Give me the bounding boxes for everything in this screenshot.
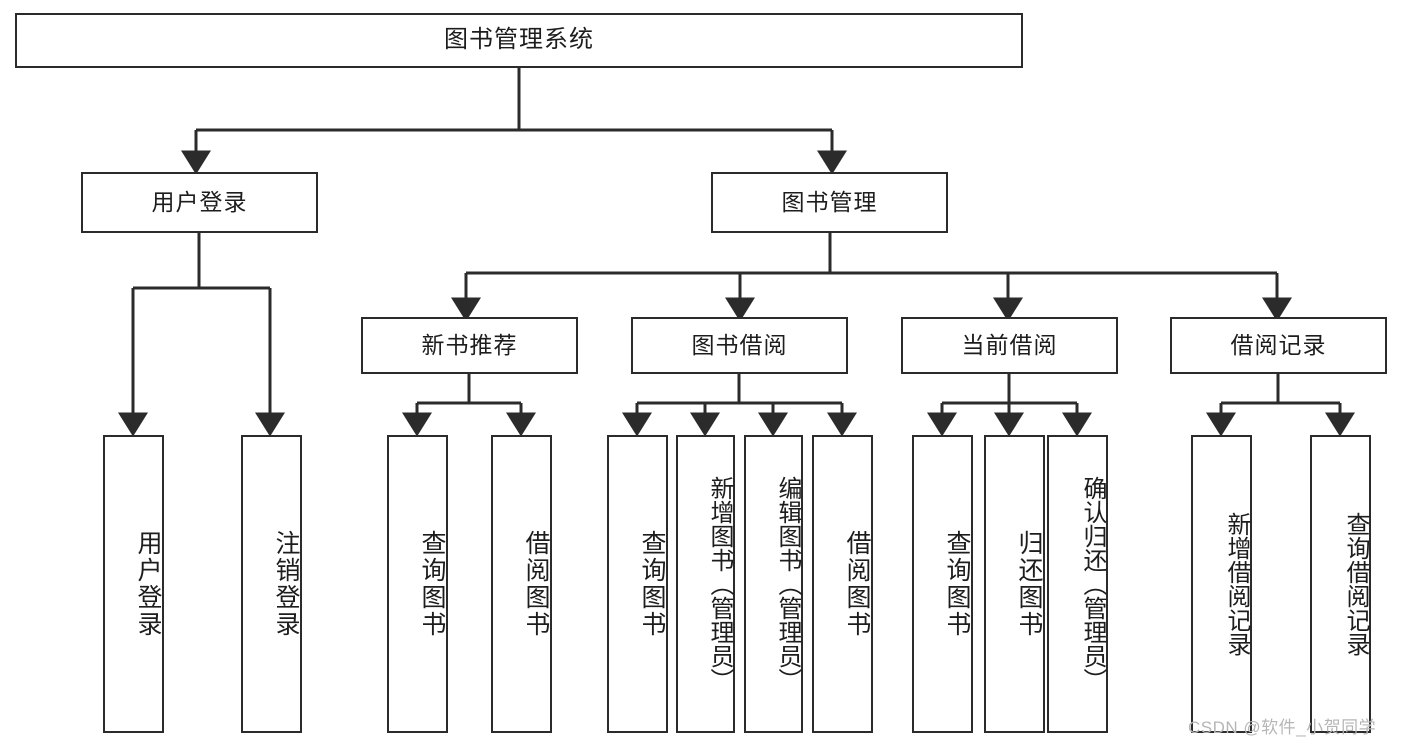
leaf-user-login[interactable]: 用户登录 (103, 435, 164, 733)
node-label: 借阅图书 (843, 530, 871, 638)
node-label: 确认归还（管理员） (1079, 476, 1106, 692)
node-label: 归还图书 (1015, 530, 1043, 638)
leaf-add-book[interactable]: 新增图书（管理员） (676, 435, 735, 733)
watermark-credit: CSDN @软件_小贺同学 (1188, 718, 1377, 737)
node-user-login[interactable]: 用户登录 (81, 172, 318, 233)
leaf-query-book-3[interactable]: 查询图书 (912, 435, 973, 733)
node-label: 新书推荐 (421, 331, 518, 358)
node-current-borrow[interactable]: 当前借阅 (901, 317, 1118, 374)
node-label: 查询图书 (943, 530, 971, 638)
node-new-book-recommend[interactable]: 新书推荐 (361, 317, 578, 374)
node-label: 查询图书 (638, 530, 666, 638)
node-label: 借阅记录 (1230, 331, 1327, 358)
node-label: 图书管理系统 (444, 26, 594, 54)
node-label: 查询借阅记录 (1342, 512, 1369, 656)
node-book-borrow[interactable]: 图书借阅 (631, 317, 848, 374)
leaf-borrow-book-2[interactable]: 借阅图书 (812, 435, 873, 733)
node-book-management[interactable]: 图书管理 (711, 172, 948, 233)
leaf-return-book[interactable]: 归还图书 (984, 435, 1045, 733)
leaf-borrow-book-1[interactable]: 借阅图书 (491, 435, 552, 733)
node-label: 注销登录 (272, 530, 300, 638)
leaf-confirm-return[interactable]: 确认归还（管理员） (1047, 435, 1108, 733)
node-root-system[interactable]: 图书管理系统 (15, 13, 1023, 68)
node-borrow-record[interactable]: 借阅记录 (1170, 317, 1387, 374)
node-label: 用户登录 (151, 188, 248, 215)
leaf-add-record[interactable]: 新增借阅记录 (1191, 435, 1252, 733)
node-label: 编辑图书（管理员） (774, 476, 801, 692)
leaf-logout-login[interactable]: 注销登录 (241, 435, 302, 733)
leaf-query-book-2[interactable]: 查询图书 (607, 435, 668, 733)
node-label: 图书借阅 (691, 331, 788, 358)
node-label: 图书管理 (781, 188, 878, 215)
node-label: 借阅图书 (522, 530, 550, 638)
node-label: 当前借阅 (961, 331, 1058, 358)
leaf-edit-book[interactable]: 编辑图书（管理员） (744, 435, 803, 733)
node-label: 新增借阅记录 (1223, 512, 1250, 656)
node-label: 新增图书（管理员） (706, 476, 733, 692)
leaf-query-record[interactable]: 查询借阅记录 (1310, 435, 1371, 733)
leaf-query-book-1[interactable]: 查询图书 (387, 435, 448, 733)
node-label: 用户登录 (134, 530, 162, 638)
node-label: 查询图书 (418, 530, 446, 638)
